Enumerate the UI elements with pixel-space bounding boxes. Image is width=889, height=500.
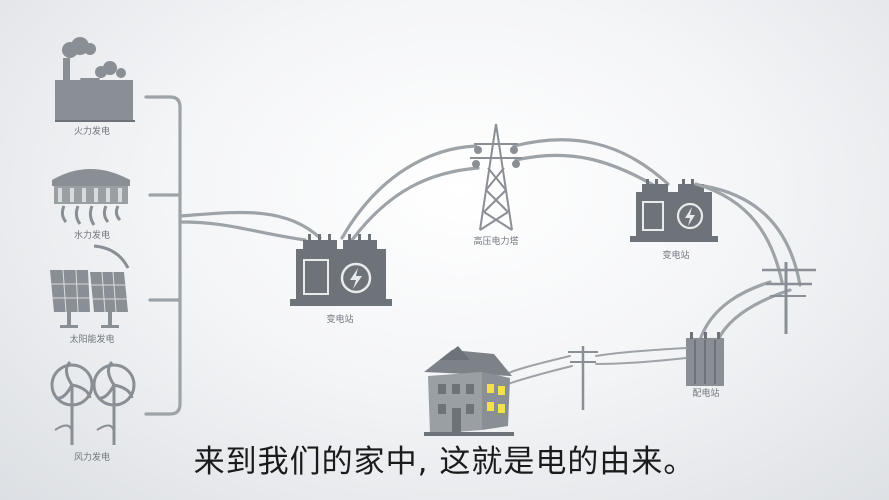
label-substation-right: 变电站 [662, 249, 689, 261]
lightning-icon [350, 268, 362, 289]
label-substation-left: 变电站 [326, 313, 353, 325]
house-icon [424, 346, 514, 436]
solar-panel-icon [50, 244, 130, 328]
label-wind: 风力发电 [74, 451, 110, 463]
label-distribution: 配电站 [692, 387, 719, 399]
wire-tower-to-substation [514, 153, 657, 188]
label-solar: 太阳能发电 [69, 333, 114, 345]
source-bracket [144, 95, 182, 416]
wire-to-tower-lower [350, 166, 480, 242]
utility-pole-icon [568, 346, 598, 410]
dam-icon [52, 169, 130, 226]
caption-subtitle: 来到我们的家中, 这就是电的由来。 [193, 444, 696, 480]
substation-icon [290, 234, 392, 306]
label-thermal: 火力发电 [74, 125, 110, 137]
substation-icon [630, 179, 718, 242]
transmission-tower-icon [470, 123, 522, 231]
wind-turbine-icon [50, 360, 136, 445]
utility-pole-icon [762, 262, 816, 334]
wire-bracket-substation [178, 220, 307, 242]
thermal-plant-icon [55, 37, 135, 122]
transformer-icon [686, 332, 724, 386]
label-hydro: 水力发电 [74, 229, 110, 241]
label-tower: 高压电力塔 [473, 235, 518, 247]
